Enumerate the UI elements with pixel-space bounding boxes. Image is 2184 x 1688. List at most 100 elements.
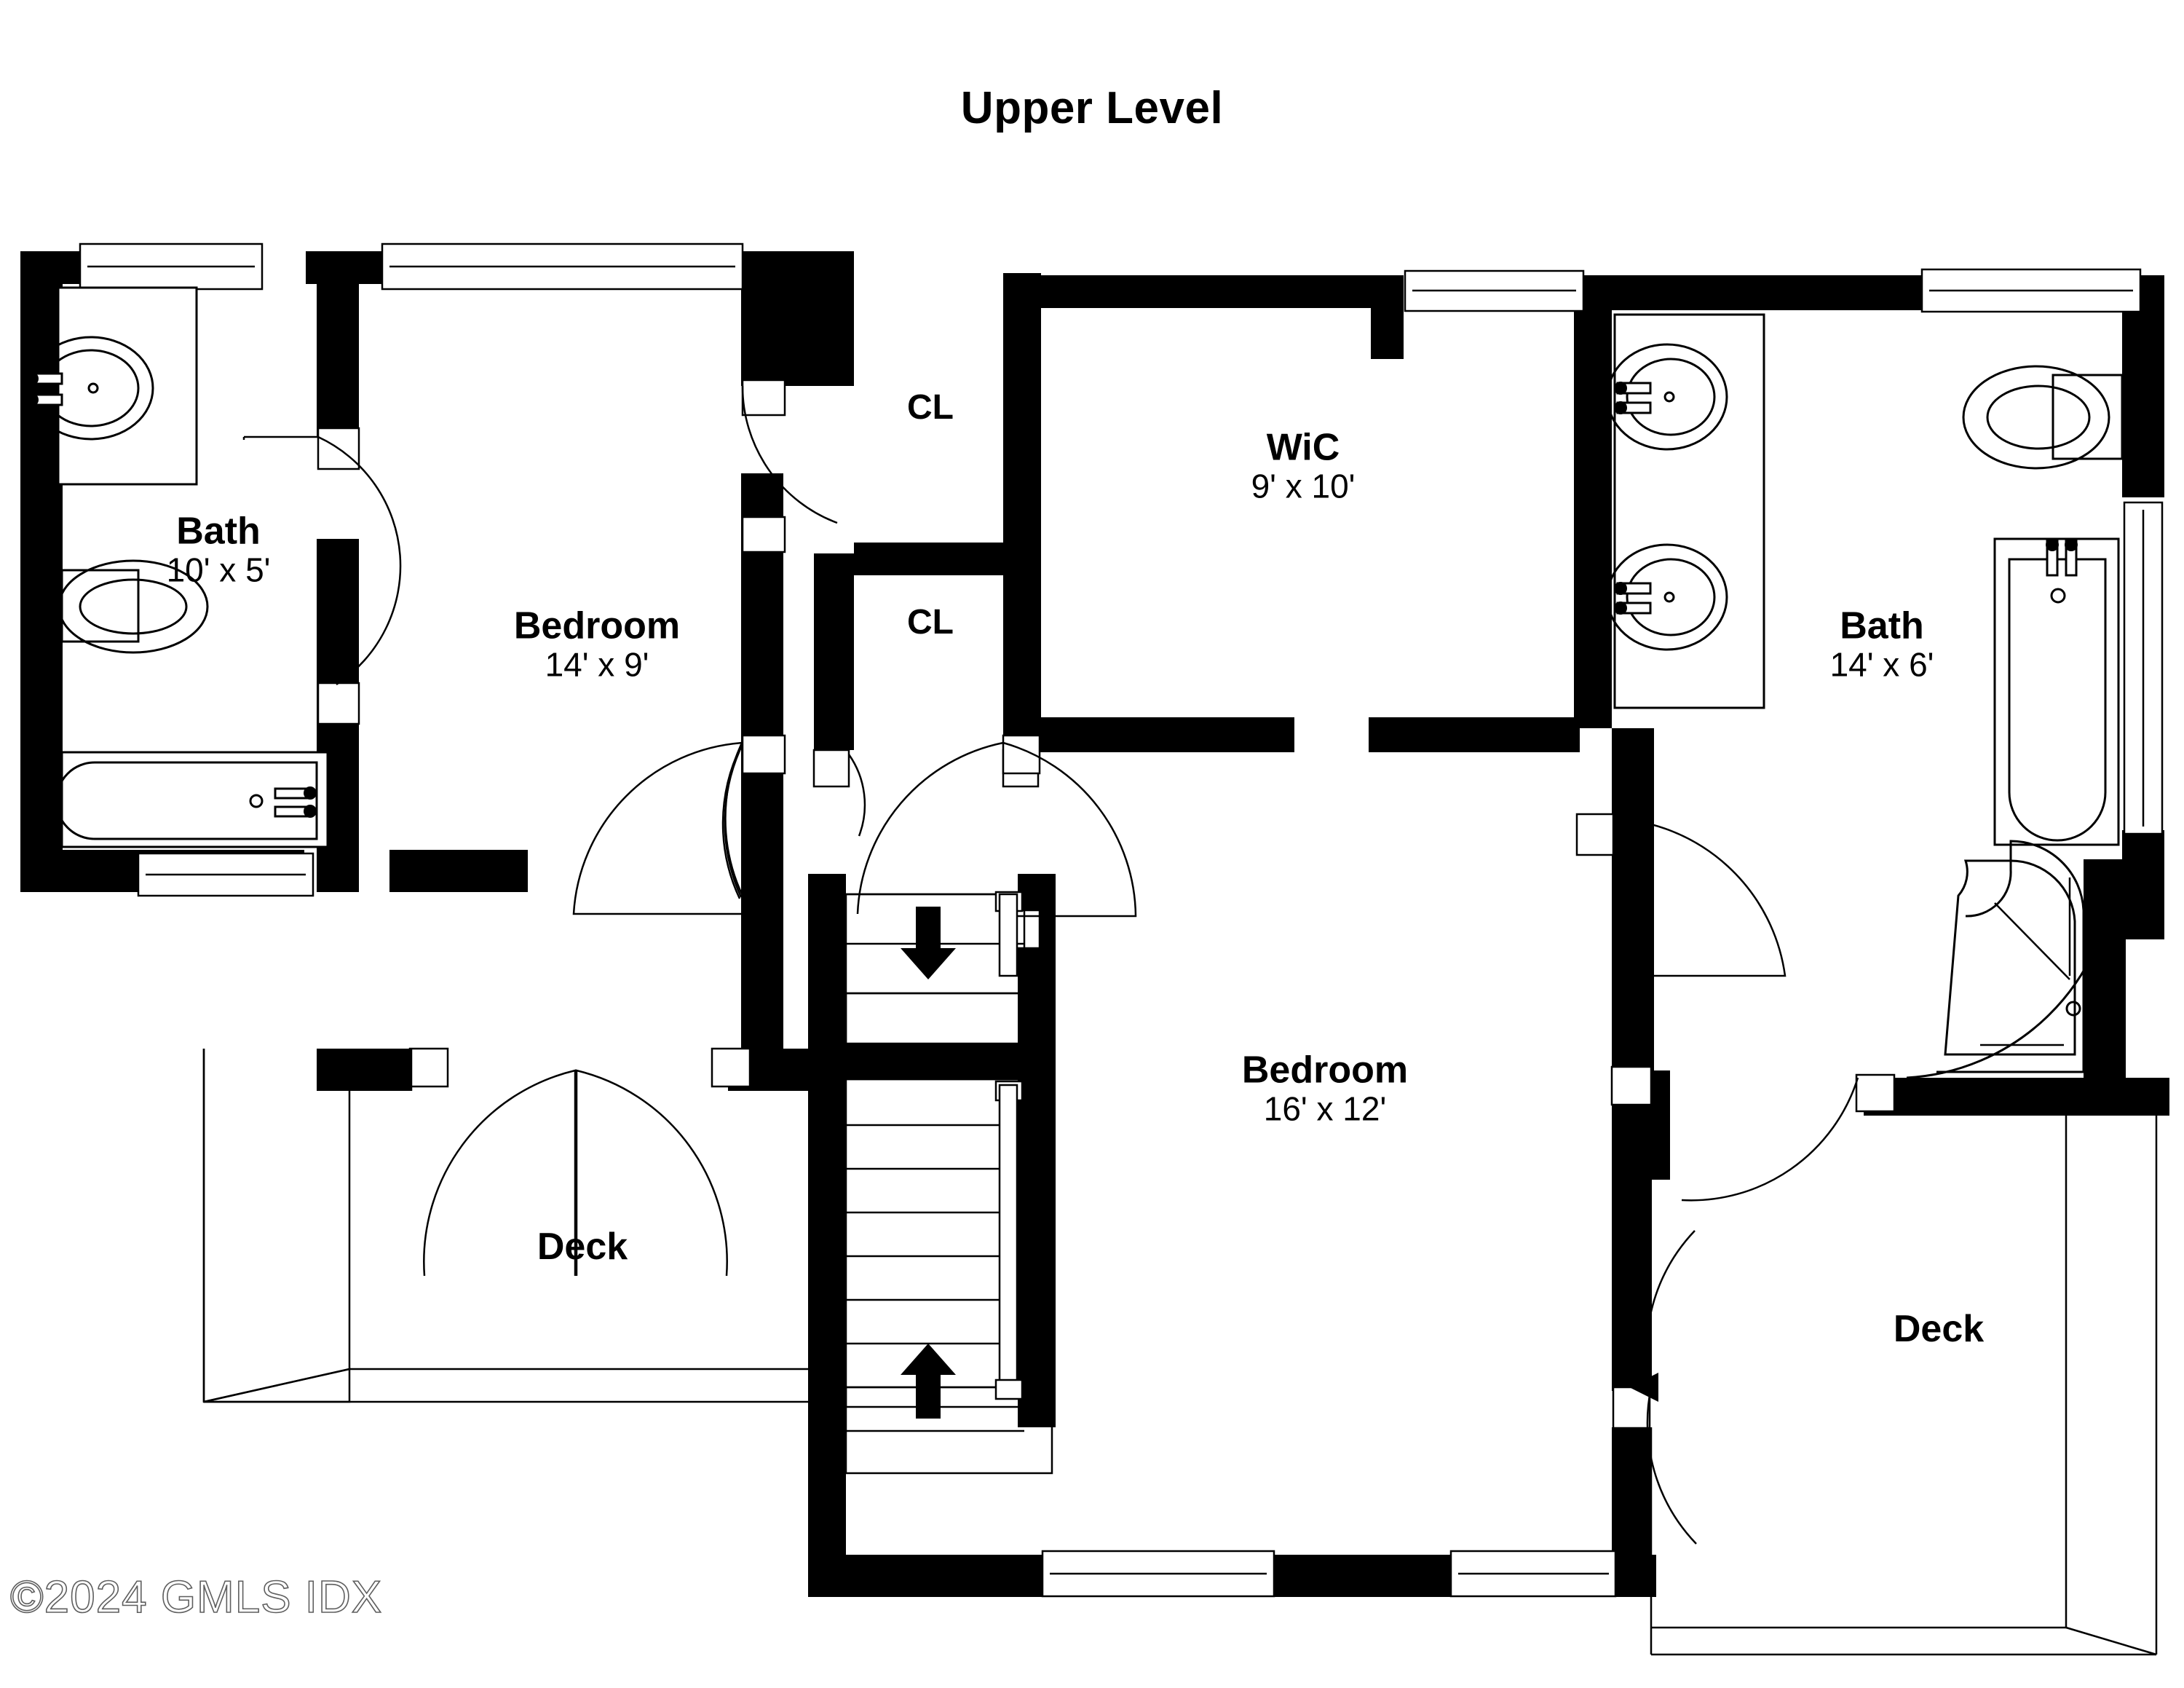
door-bath-left[interactable] [242, 427, 402, 725]
stairs-handrail-upper [998, 893, 1018, 977]
faucet-knob-left-a [25, 372, 39, 385]
stairs-group [844, 891, 1053, 1475]
deck-left-outline [202, 1049, 351, 1403]
bathtub-knob-right-a [2046, 538, 2059, 551]
wall-bedroom-main-bottom-a [808, 1555, 1042, 1597]
faucet-knob-right-upper-b [1614, 401, 1627, 414]
toilet-tank-right [2052, 374, 2124, 460]
room-name-closet-upper: CL [907, 388, 954, 427]
wall-shower-right [2084, 859, 2126, 1114]
room-name-closet-lower: CL [907, 603, 954, 642]
wall-group [20, 251, 2169, 1597]
wall-bedroom-main-right-a [1612, 1180, 1652, 1391]
vanity-counter-left [57, 286, 198, 486]
bath-right-fixtures [1606, 313, 2124, 1079]
wall-stairs-landing [808, 1043, 1056, 1079]
door-hall-left-swing[interactable] [572, 741, 743, 915]
wall-bath-right-top-a [1580, 275, 1977, 310]
shower-pan [1936, 840, 2085, 1073]
wall-wic-right-upper [1371, 275, 1404, 359]
sink-basin-left-outer [28, 336, 154, 441]
room-label-deck-left: Deck [537, 1227, 628, 1266]
toilet-bowl-left-outer [58, 559, 209, 654]
sink-basin-right-lower-inner [1626, 558, 1716, 636]
bathtub-inner-right [2008, 558, 2107, 842]
room-dims-bath-left: 10' x 5' [166, 551, 271, 589]
sink-drain-right-upper [1663, 391, 1675, 403]
room-name-deck-right: Deck [1893, 1307, 1985, 1350]
room-name-walk-in-closet: WiC [1266, 426, 1340, 469]
shower-drain [2065, 1001, 2081, 1017]
wall-wic-bottom-b [1369, 717, 1580, 752]
window-bath-left-top [79, 242, 264, 291]
stairs-down-arrow-icon [901, 907, 956, 979]
room-name-bedroom-main: Bedroom [1241, 1049, 1409, 1092]
room-name-bedroom-left: Bedroom [513, 604, 681, 647]
stairs-lower-landing [844, 1386, 1053, 1475]
toilet-bowl-left-inner [79, 578, 188, 635]
room-dims-bath-right: 14' x 6' [1829, 645, 1934, 684]
stairs-handrail-lower [998, 1084, 1018, 1391]
door-deck-right[interactable] [1612, 1230, 1697, 1545]
door-wic-bedroom[interactable] [1575, 813, 1787, 977]
wall-bath-bedroom-upper [317, 251, 359, 437]
window-bedroom-main-bottom-2 [1449, 1550, 1617, 1598]
wall-closet-header [741, 251, 854, 386]
faucet-knob-left-b [25, 393, 39, 406]
stairs-rail-cap-bottom [994, 1379, 1024, 1400]
room-label-deck-right: Deck [1894, 1309, 1984, 1349]
bathtub-knob-right-b [2065, 538, 2078, 551]
door-bath-right-bedroom[interactable] [1610, 1065, 1896, 1202]
wall-closet-wic-divider [1003, 273, 1041, 750]
sink-basin-left-inner [42, 349, 140, 427]
bathtub-knob-left-a [304, 786, 317, 800]
window-bedroom-left-top [381, 242, 744, 291]
door-group [242, 379, 1896, 1545]
room-dims-walk-in-closet: 9' x 10' [1251, 467, 1356, 505]
window-bath-left-bottom [137, 852, 314, 897]
wall-bath-left-bottom-b [389, 850, 528, 892]
window-bath-right-side [2123, 501, 2164, 835]
wall-wic-top [1041, 275, 1404, 308]
wall-wic-bottom-a [1003, 717, 1294, 752]
faucet-knob-right-upper-a [1614, 382, 1627, 395]
toilet-bowl-right-outer [1962, 365, 2110, 470]
page-title: Upper Level [960, 83, 1224, 133]
toilet-bowl-right-inner [1986, 384, 2091, 450]
room-dims-bedroom-left: 14' x 9' [545, 645, 649, 684]
door-deck-left[interactable] [408, 1047, 751, 1277]
sink-basin-right-lower-outer [1606, 543, 1728, 651]
sink-drain-right-lower [1663, 591, 1675, 603]
wall-bedroom-main-bottom-b [1273, 1555, 1451, 1597]
toilet-tank-left [60, 569, 140, 643]
door-closet-upper[interactable] [741, 379, 838, 553]
bath-left-fixtures [25, 286, 329, 848]
room-label-walk-in-closet: WiC 9' x 10' [1251, 426, 1356, 505]
sink-basin-right-upper-inner [1626, 358, 1716, 436]
stairs-up-arrow-icon [901, 1344, 956, 1419]
door-hall-bedroom-left[interactable] [721, 734, 786, 899]
wall-exterior-right-lower [2122, 830, 2164, 939]
room-label-closet-lower: CL [907, 604, 954, 641]
window-bedroom-main-bottom-1 [1041, 1550, 1275, 1598]
sink-basin-right-upper-outer [1606, 343, 1728, 451]
door-hall-right-swing[interactable] [856, 734, 1137, 950]
bathtub-knob-left-b [304, 805, 317, 818]
faucet-knob-right-lower-b [1614, 602, 1627, 615]
room-label-bedroom-main: Bedroom 16' x 12' [1241, 1049, 1409, 1128]
window-bath-right-top [1920, 268, 2142, 313]
room-dims-bedroom-main: 16' x 12' [1263, 1089, 1387, 1128]
bathtub-inner-left [55, 761, 318, 840]
copyright-watermark: ©2024 GMLS IDX [9, 1571, 383, 1623]
shower-curve-outer [1906, 873, 2116, 1079]
room-label-bath-left: Bath 10' x 5' [166, 511, 271, 589]
window-group [79, 242, 2164, 1598]
wall-bedroom-main-bottom-c [1613, 1555, 1656, 1597]
room-label-closet-upper: CL [907, 390, 954, 426]
wall-wic-bath-divider [1574, 306, 1612, 728]
bathtub-outer-right [1993, 537, 2120, 846]
stairs-upper-landing [844, 992, 1053, 1046]
room-name-bath-right: Bath [1840, 604, 1924, 647]
